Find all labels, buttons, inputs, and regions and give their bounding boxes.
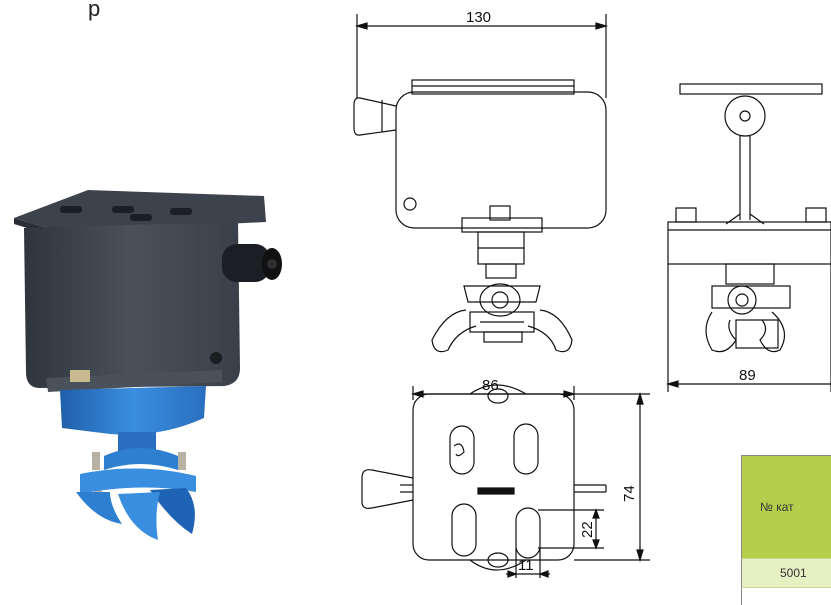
table-row: 5001 bbox=[741, 558, 831, 588]
photo-cable-gland bbox=[222, 244, 282, 282]
header-text-fragment: р bbox=[88, 0, 101, 21]
photo-housing bbox=[24, 222, 240, 388]
dim-side-width: 130 bbox=[466, 9, 491, 26]
photo-blue-clamp bbox=[60, 386, 206, 540]
dim-top-height: 74 bbox=[621, 485, 638, 502]
dim-slot-width: 11 bbox=[518, 557, 534, 574]
spec-table: № кат 5001 bbox=[741, 455, 831, 605]
front-view-drawing bbox=[665, 83, 831, 392]
table-border bbox=[741, 588, 742, 605]
dim-slot-spacing: 22 bbox=[579, 521, 596, 538]
top-view-drawing bbox=[361, 384, 650, 578]
dim-front-width: 89 bbox=[739, 367, 756, 384]
photo-base-plate bbox=[46, 370, 222, 392]
catalog-number-header: № кат bbox=[760, 500, 794, 514]
dim-top-width: 86 bbox=[482, 377, 499, 394]
side-view-drawing bbox=[353, 14, 609, 353]
catalog-number-value: 5001 bbox=[780, 566, 807, 580]
product-photo bbox=[14, 190, 282, 540]
spec-table-header: № кат bbox=[741, 455, 831, 558]
